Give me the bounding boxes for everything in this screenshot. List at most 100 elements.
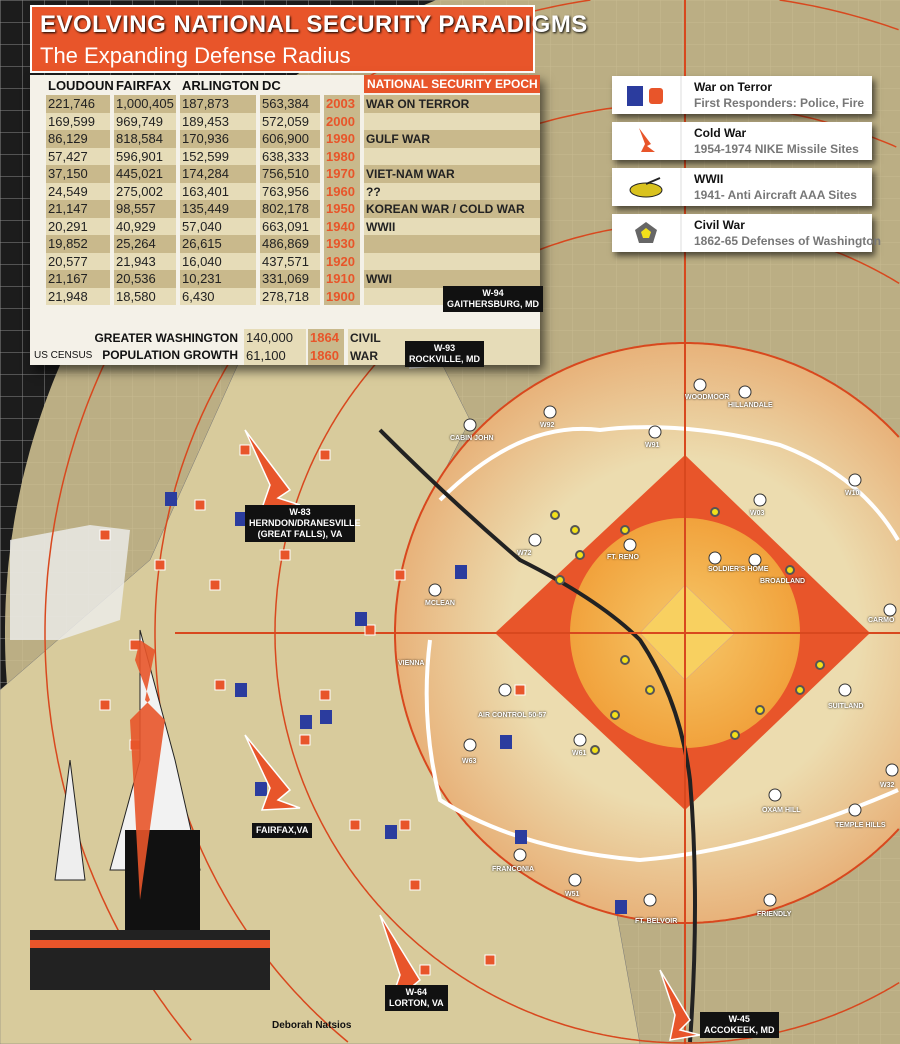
aaa-site-label: FRANCONIA (492, 866, 534, 873)
page-subtitle: The Expanding Defense Radius (40, 43, 351, 68)
cell-year: 1940 (324, 217, 360, 235)
cell-year: 1980 (324, 147, 360, 165)
cell-arlington: 57,040 (180, 217, 256, 235)
cell-fairfax: 969,749 (114, 112, 176, 130)
cell-epoch (364, 147, 540, 165)
cell-epoch: KOREAN WAR / COLD WAR (364, 200, 540, 218)
cell-arlington: 163,401 (180, 182, 256, 200)
site-code: W-93 (433, 343, 456, 353)
police-fire-icon (612, 76, 682, 114)
aaa-site-label: W32 (880, 782, 895, 789)
cell-arlington: 10,231 (180, 270, 256, 288)
aaa-site-label: SOLDIER'S HOME (708, 566, 769, 573)
cell-arlington: 170,936 (180, 130, 256, 148)
aaa-site-label: FRIENDLY (757, 911, 792, 918)
cell-epoch: GULF WAR (364, 130, 540, 148)
cell-year: 1910 (324, 270, 360, 288)
cell-arlington: 174,284 (180, 165, 256, 183)
aaa-site-label: CABIN JOHN (450, 435, 494, 442)
cell-loudoun: 57,427 (46, 147, 110, 165)
cell-fairfax: 445,021 (114, 165, 176, 183)
site-place: LORTON, VA (389, 998, 444, 1008)
cell-dc: 563,384 (260, 95, 320, 113)
cell-loudoun: 169,599 (46, 112, 110, 130)
cell-epoch: VIET-NAM WAR (364, 165, 540, 183)
aaa-site-label: SUITLAND (828, 703, 864, 710)
cell-fairfax: 98,557 (114, 200, 176, 218)
cell-fairfax: 20,536 (114, 270, 176, 288)
cell-fairfax: 275,002 (114, 182, 176, 200)
fort-icon (612, 214, 682, 252)
police-markers (165, 492, 627, 914)
cell-loudoun: 21,948 (46, 287, 110, 305)
cell-epoch (364, 252, 540, 270)
footer-value: 61,100 (244, 347, 306, 365)
cell-dc: 763,956 (260, 182, 320, 200)
cell-dc: 756,510 (260, 165, 320, 183)
cell-epoch (364, 235, 540, 253)
cell-dc: 802,178 (260, 200, 320, 218)
aaa-site-label: W10 (845, 490, 860, 497)
cell-arlington: 152,599 (180, 147, 256, 165)
cell-dc: 486,869 (260, 235, 320, 253)
cell-dc: 572,059 (260, 112, 320, 130)
aaa-site-label: OXAM HILL (762, 807, 801, 814)
page-title: EVOLVING NATIONAL SECURITY PARADIGMS (40, 11, 588, 38)
cell-fairfax: 21,943 (114, 252, 176, 270)
cell-year: 2000 (324, 112, 360, 130)
cell-loudoun: 20,291 (46, 217, 110, 235)
cell-dc: 437,571 (260, 252, 320, 270)
aaa-site-label: W92 (540, 422, 555, 429)
aaa-site-label: TEMPLE HILLS (835, 822, 886, 829)
cell-dc: 663,091 (260, 217, 320, 235)
footer-value: 140,000 (244, 329, 306, 347)
cell-arlington: 187,873 (180, 95, 256, 113)
potomac-river (378, 428, 697, 1043)
site-code: W-83 (289, 507, 311, 517)
aaa-site-label: BROADLAND (760, 578, 806, 585)
beltway (424, 425, 900, 863)
cell-loudoun: 21,147 (46, 200, 110, 218)
aaa-site-label: W51 (565, 891, 580, 898)
cell-dc: 606,900 (260, 130, 320, 148)
loudoun-area (10, 525, 130, 640)
cell-year: 1930 (324, 235, 360, 253)
cell-fairfax: 818,584 (114, 130, 176, 148)
cell-epoch (364, 112, 540, 130)
cell-epoch: WAR ON TERROR (364, 95, 540, 113)
cell-loudoun: 86,129 (46, 130, 110, 148)
legend-title: WWII (694, 172, 724, 186)
cell-year: 1950 (324, 200, 360, 218)
aaa-site-label: W63 (462, 758, 477, 765)
aaa-site-label: W91 (645, 442, 660, 449)
aaa-markers (428, 378, 899, 907)
cell-epoch: ?? (364, 182, 540, 200)
aaa-site-label: VIENNA (398, 660, 425, 667)
aaa-site-label: CARMO (868, 617, 895, 624)
cell-year: 1970 (324, 165, 360, 183)
cell-loudoun: 21,167 (46, 270, 110, 288)
cell-fairfax: 1,000,405 (114, 95, 176, 113)
cell-arlington: 189,453 (180, 112, 256, 130)
cell-dc: 638,333 (260, 147, 320, 165)
cell-dc: 331,069 (260, 270, 320, 288)
aaa-site-label: HILLANDALE (728, 402, 773, 409)
col-header-loudoun: LOUDOUN (48, 78, 114, 93)
legend-subtitle: First Responders: Police, Fire (694, 96, 865, 110)
table-row: 61,100 1860 WAR (244, 347, 540, 365)
site-code: W-94 (482, 288, 504, 298)
site-place: ROCKVILLE, MD (409, 354, 480, 364)
col-header-fairfax: FAIRFAX (116, 78, 171, 93)
